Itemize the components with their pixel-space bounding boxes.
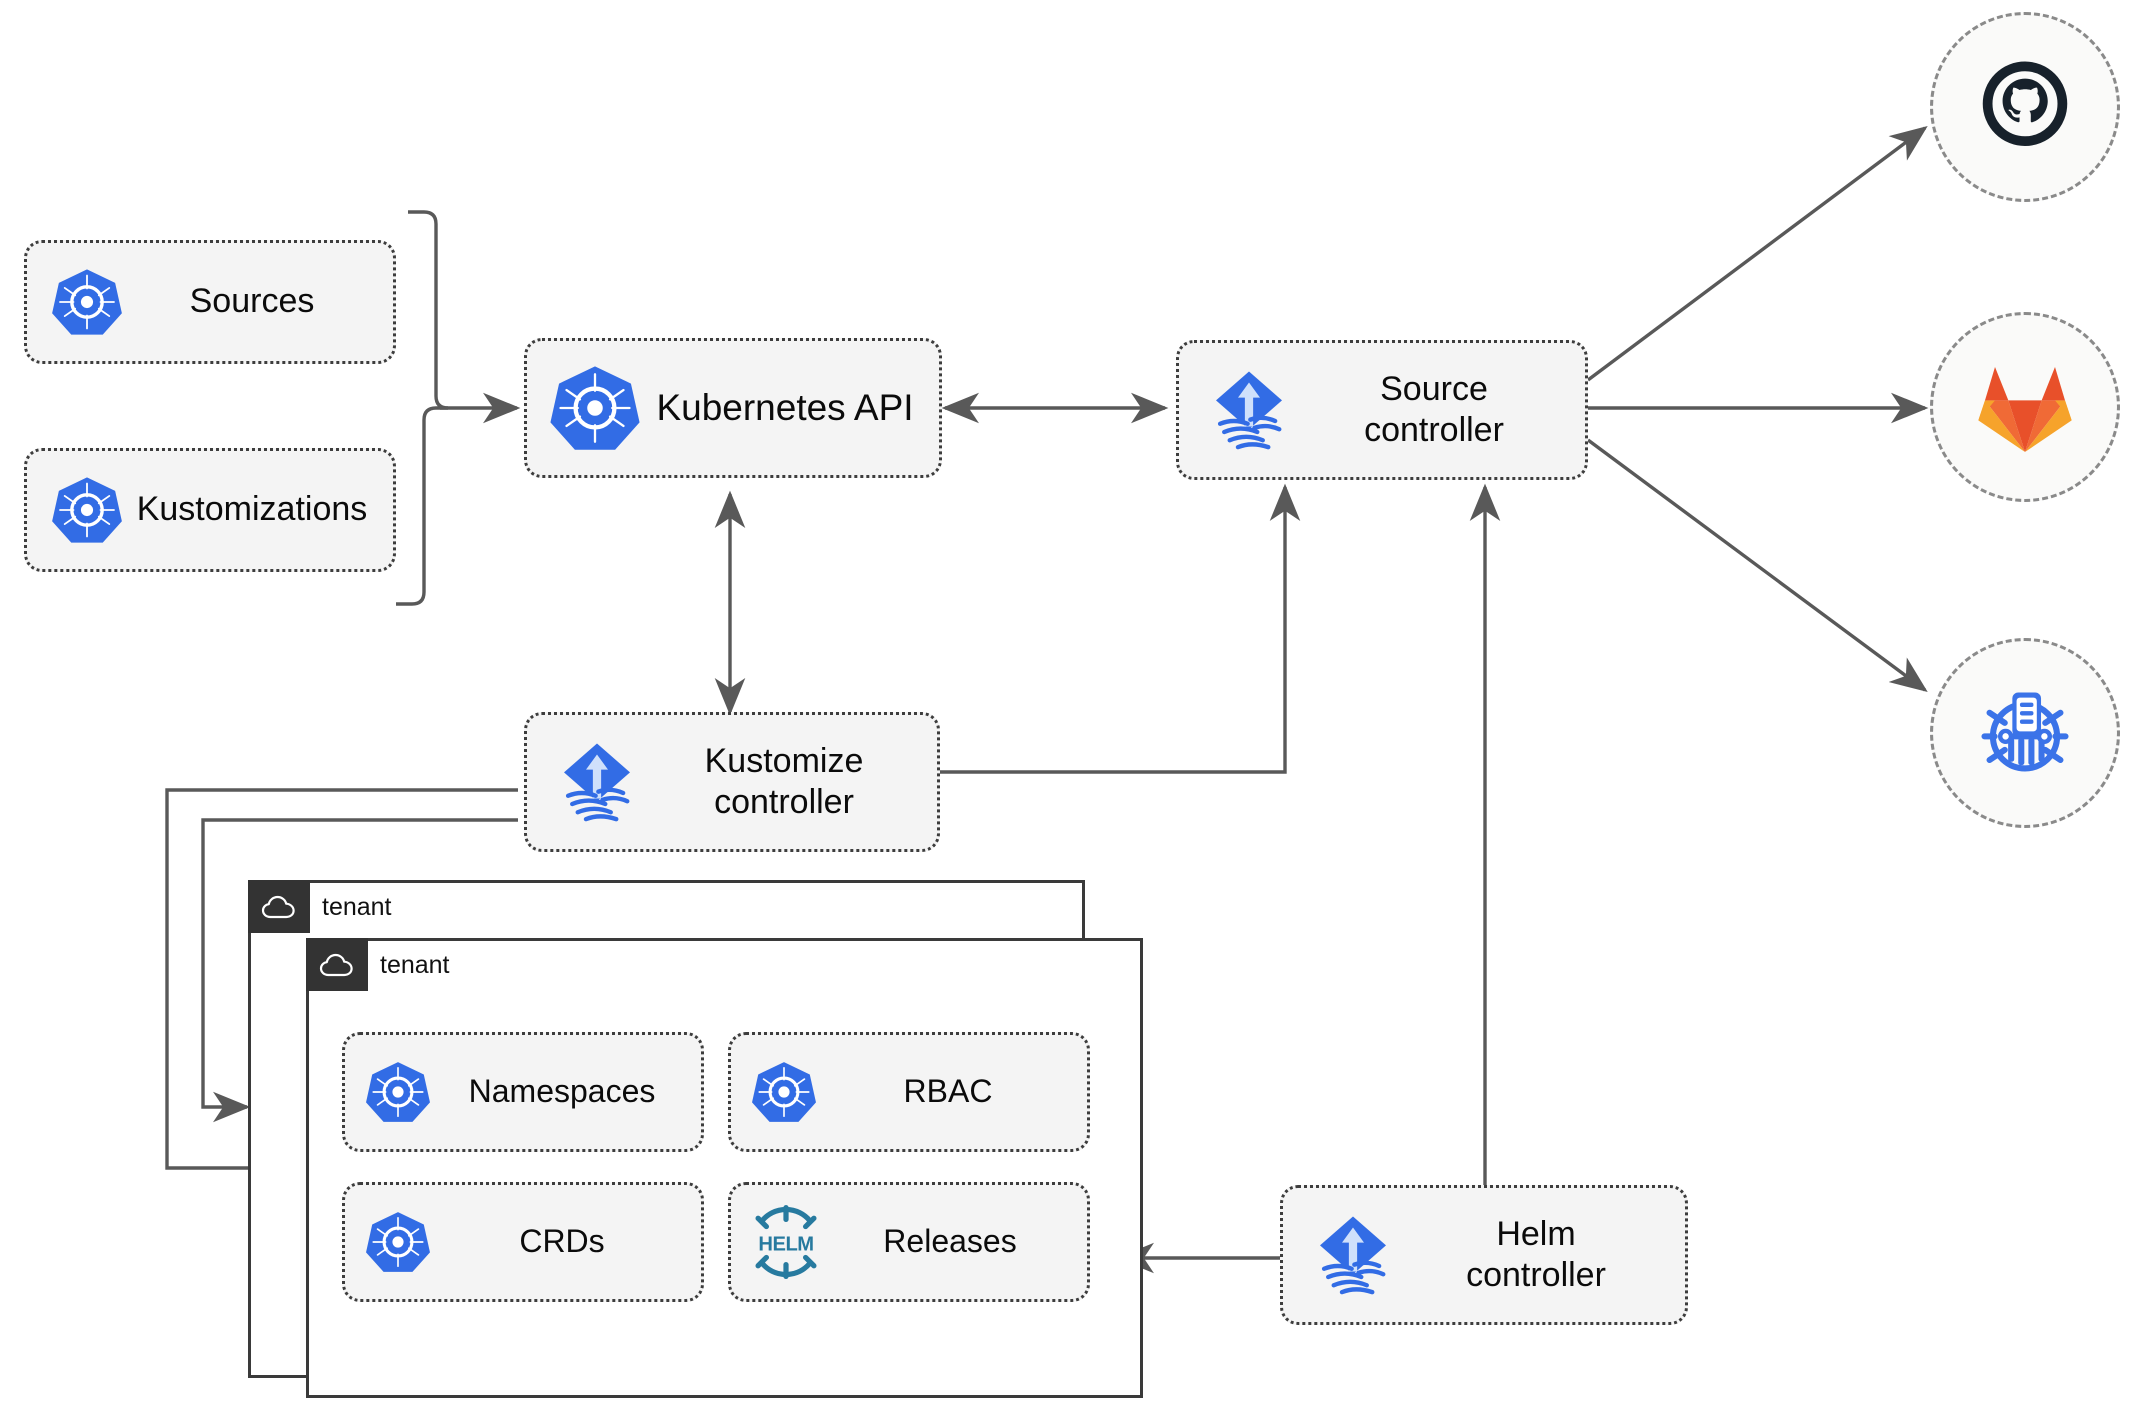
kustomize-controller-label: Kustomize controller [704,741,864,821]
kubernetes-api-label: Kubernetes API [656,387,914,429]
resource-label-sources: Sources [189,282,315,321]
kustomize-controller-card[interactable]: Kustomize controller [524,712,940,852]
github-icon [1982,61,2068,146]
kubernetes-icon [45,266,129,338]
helm-repository-icon [1981,692,2069,772]
tenant-resource-namespaces[interactable]: Namespaces [342,1032,704,1152]
cloud-icon [261,895,295,918]
edge-source-to-github [1586,125,1928,382]
svg-text:HELM: HELM [758,1233,813,1255]
edge-source-to-helm-repository [1586,438,1928,693]
tenant-tab-front [306,938,368,991]
tenant-resource-label-namespaces: Namespaces [468,1073,656,1110]
source-controller-card[interactable]: Source controller [1176,340,1588,480]
tenant-resource-label-rbac: RBAC [903,1073,993,1110]
kubernetes-icon [543,362,647,454]
tenant-resource-label-crds: CRDs [519,1223,605,1260]
resource-card-sources[interactable]: Sources [24,240,396,364]
helm-controller-card[interactable]: Helm controller [1280,1185,1688,1325]
flux-icon [1301,1211,1405,1299]
kubernetes-icon [359,1209,437,1275]
tenant-frame-front[interactable] [306,938,1143,1398]
flux-icon [1197,366,1301,454]
tenant-label-front: tenant [380,951,450,979]
resource-card-kustomizations[interactable]: Kustomizations [24,448,396,572]
cloud-icon [319,953,353,976]
edge-kustomize-to-source [940,483,1301,774]
helm-controller-label: Helm controller [1466,1214,1606,1294]
tenant-resource-crds[interactable]: CRDs [342,1182,704,1302]
source-controller-label: Source controller [1364,369,1504,449]
external-source-github[interactable] [1930,12,2120,202]
external-source-gitlab[interactable] [1930,312,2120,502]
tenant-resource-label-releases: Releases [883,1223,1017,1260]
gitlab-icon [1978,367,2072,452]
resource-label-kustomizations: Kustomizations [136,490,368,529]
external-source-helm-repository[interactable] [1930,638,2120,828]
tenant-tab-back [248,880,310,933]
helm-icon: HELM [745,1204,827,1280]
tenant-label-back: tenant [322,893,392,921]
kubernetes-icon [745,1059,823,1125]
kubernetes-api-card[interactable]: Kubernetes API [524,338,942,478]
tenant-resource-rbac[interactable]: RBAC [728,1032,1090,1152]
flux-icon [545,738,649,826]
kubernetes-icon [45,474,129,546]
tenant-resource-releases[interactable]: HELM Releases [728,1182,1090,1302]
kubernetes-icon [359,1059,437,1125]
edge-resources-bracket [396,210,449,606]
